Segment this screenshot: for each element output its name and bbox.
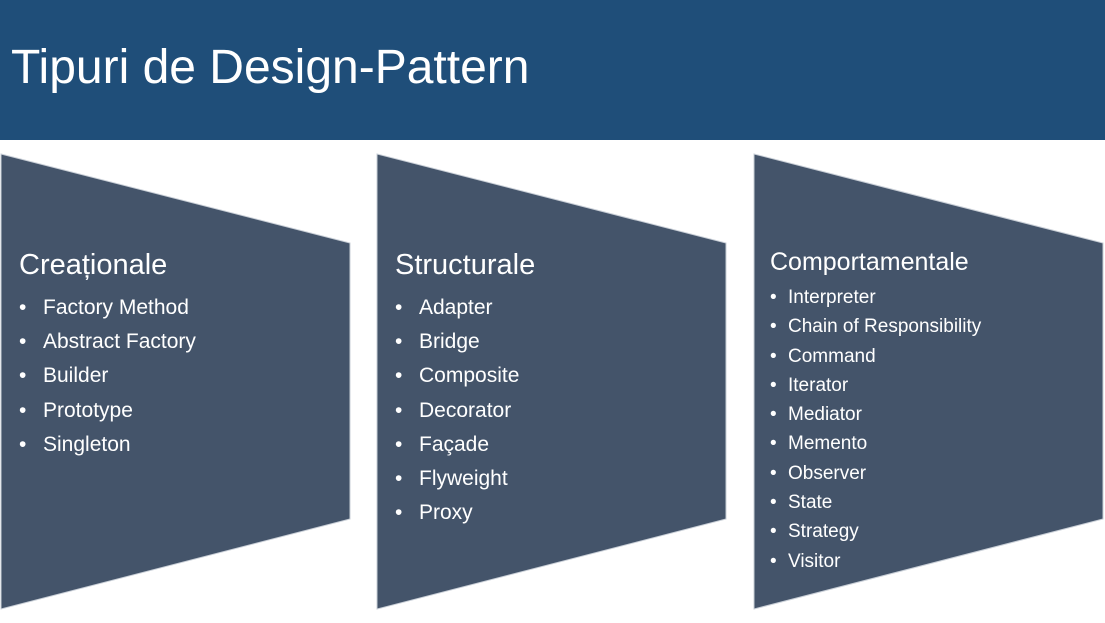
list-item: Façade [395,428,535,462]
list-item: Composite [395,359,535,393]
list-item: Interpreter [770,283,981,313]
list-item: Flyweight [395,462,535,496]
title-banner: Tipuri de Design-Pattern [0,0,1105,140]
creational-list: Factory Method Abstract Factory Builder … [19,291,196,462]
list-item: Factory Method [19,291,196,325]
list-item: State [770,488,981,518]
structural-title: Structurale [395,249,536,281]
list-item: Proxy [395,496,535,530]
list-item: Command [770,342,981,372]
list-item: Abstract Factory [19,325,196,359]
slide-title: Tipuri de Design-Pattern [11,41,530,94]
list-item: Bridge [395,325,535,359]
behavioral-panel: Comportamentale Interpreter Chain of Res… [770,245,981,576]
list-item: Visitor [770,547,981,577]
list-item: Mediator [770,400,981,430]
list-item: Adapter [395,291,535,325]
list-item: Memento [770,429,981,459]
creational-title: Creaționale [19,249,168,281]
list-item: Observer [770,459,981,489]
list-item: Prototype [19,394,196,428]
list-item: Decorator [395,394,535,428]
list-item: Builder [19,359,196,393]
structural-list: Adapter Bridge Composite Decorator Façad… [395,291,535,531]
list-item: Iterator [770,371,981,401]
behavioral-list: Interpreter Chain of Responsibility Comm… [770,283,981,576]
list-item: Singleton [19,428,196,462]
structural-panel: Structurale Adapter Bridge Composite Dec… [395,245,536,531]
list-item: Chain of Responsibility [770,312,981,342]
creational-panel: Creaționale Factory Method Abstract Fact… [19,245,196,462]
behavioral-title: Comportamentale [770,248,969,276]
list-item: Strategy [770,517,981,547]
